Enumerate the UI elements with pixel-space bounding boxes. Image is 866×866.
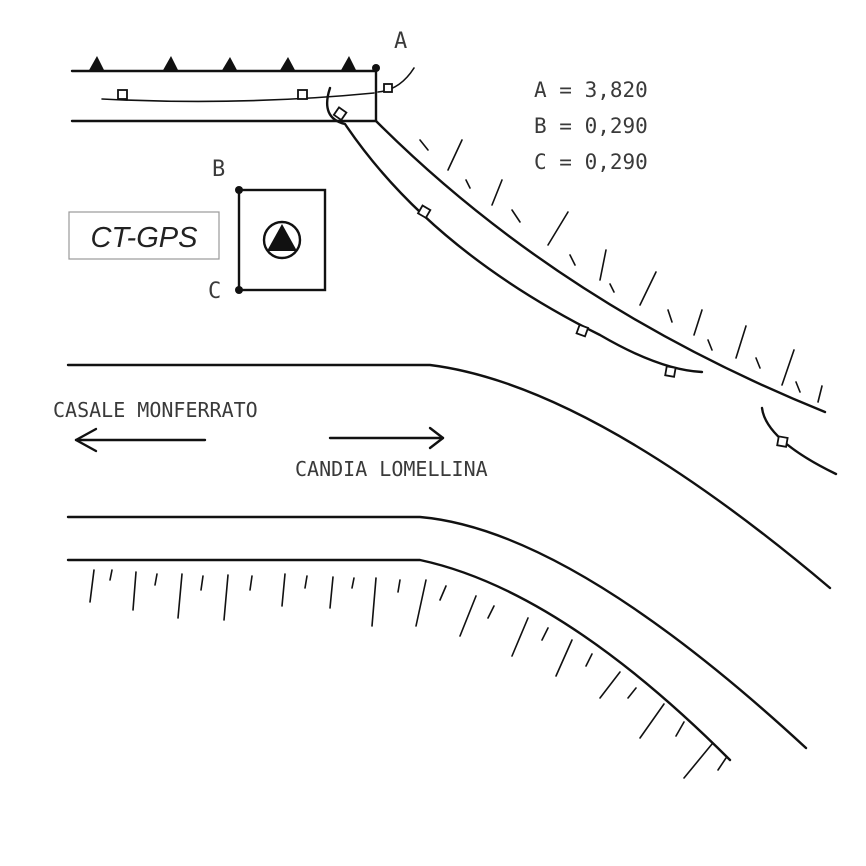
top-road [70, 56, 415, 123]
marker-square [776, 435, 789, 448]
station-label-box [68, 211, 220, 260]
top-road-ditch-line [101, 92, 375, 103]
station-box [235, 186, 327, 294]
marker-square [297, 89, 308, 100]
point-a-dot [372, 64, 380, 72]
vegetation-ticks-diagonal [419, 139, 823, 403]
station-label: CT-GPS [91, 222, 199, 254]
west-arrow-icon [74, 427, 207, 453]
diagonal-road [325, 86, 838, 476]
vegetation-ticks-lower [89, 569, 727, 779]
point-c-dot [235, 286, 243, 294]
east-arrow-icon [328, 426, 445, 450]
station-box-outline [237, 188, 327, 292]
marker-square [332, 106, 348, 122]
diagonal-road-east-edge [374, 119, 827, 414]
point-b-dot [235, 186, 243, 194]
main-road [66, 363, 832, 779]
measurement-b: B = 0,290 [534, 114, 648, 138]
lower-road-edge [66, 558, 732, 762]
marker-square [664, 365, 677, 378]
direction-east-label: CANDIA LOMELLINA [295, 457, 488, 481]
marker-square [416, 204, 432, 220]
measurement-a: A = 3,820 [534, 78, 648, 102]
hedge-triangles [88, 56, 357, 72]
hook-line [377, 67, 415, 93]
marker-square [117, 89, 128, 100]
marker-square [575, 323, 590, 338]
measurement-c: C = 0,290 [534, 150, 648, 174]
marker-square [383, 83, 393, 93]
main-road-south-edge [66, 515, 808, 750]
main-road-north-edge [66, 363, 832, 590]
diagonal-road-stub [760, 406, 838, 476]
point-c-label: C [208, 279, 221, 304]
point-b-label: B [212, 157, 225, 182]
direction-west-label: CASALE MONFERRATO [53, 398, 258, 422]
point-a-label: A [394, 29, 407, 54]
diagonal-road-west-edge [325, 86, 704, 374]
triangle-in-circle-icon [262, 220, 302, 260]
